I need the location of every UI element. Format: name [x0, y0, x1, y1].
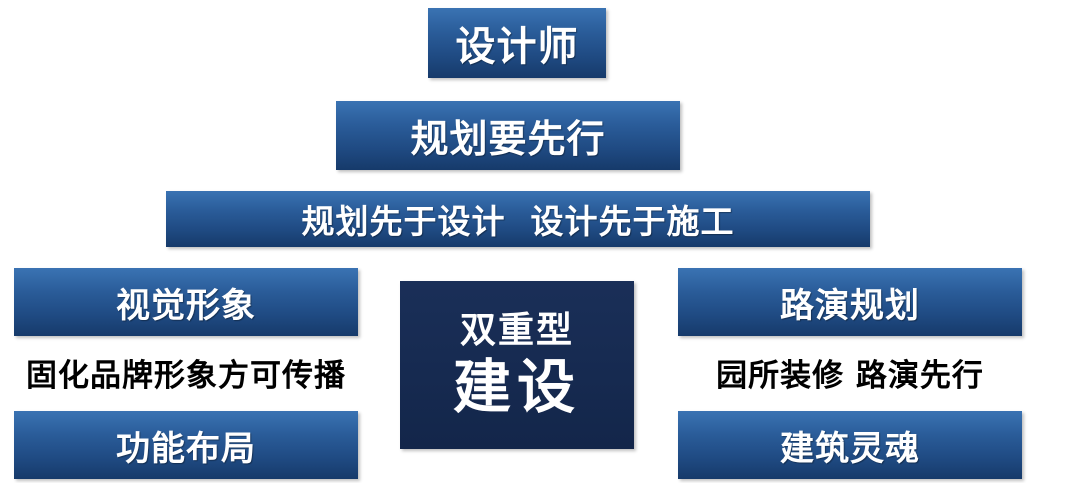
- function-layout-label: 功能布局: [116, 428, 256, 469]
- construction-label: 建设: [452, 353, 581, 421]
- plan-first-label: 规划要先行: [410, 117, 606, 161]
- designer-label: 设计师: [455, 24, 579, 70]
- roadshow-plan-label: 路演规划: [780, 285, 920, 326]
- renovation-text: 园所装修 路演先行: [716, 358, 984, 394]
- roadshow-plan-box: 路演规划: [678, 268, 1022, 336]
- dual-type-label: 双重型: [459, 310, 574, 351]
- architecture-soul-label: 建筑灵魂: [780, 428, 920, 469]
- architecture-soul-box: 建筑灵魂: [678, 411, 1022, 479]
- designer-box: 设计师: [428, 8, 606, 78]
- visual-image-label: 视觉形象: [116, 285, 256, 326]
- visual-image-box: 视觉形象: [14, 268, 358, 336]
- plan-first-box: 规划要先行: [336, 101, 680, 170]
- brand-text: 固化品牌形象方可传播: [26, 358, 346, 394]
- dual-construction-box: 双重型 建设: [400, 281, 634, 449]
- slogan-label: 规划先于设计 设计先于施工: [301, 202, 735, 241]
- slogan-box: 规划先于设计 设计先于施工: [166, 191, 870, 247]
- function-layout-box: 功能布局: [14, 411, 358, 479]
